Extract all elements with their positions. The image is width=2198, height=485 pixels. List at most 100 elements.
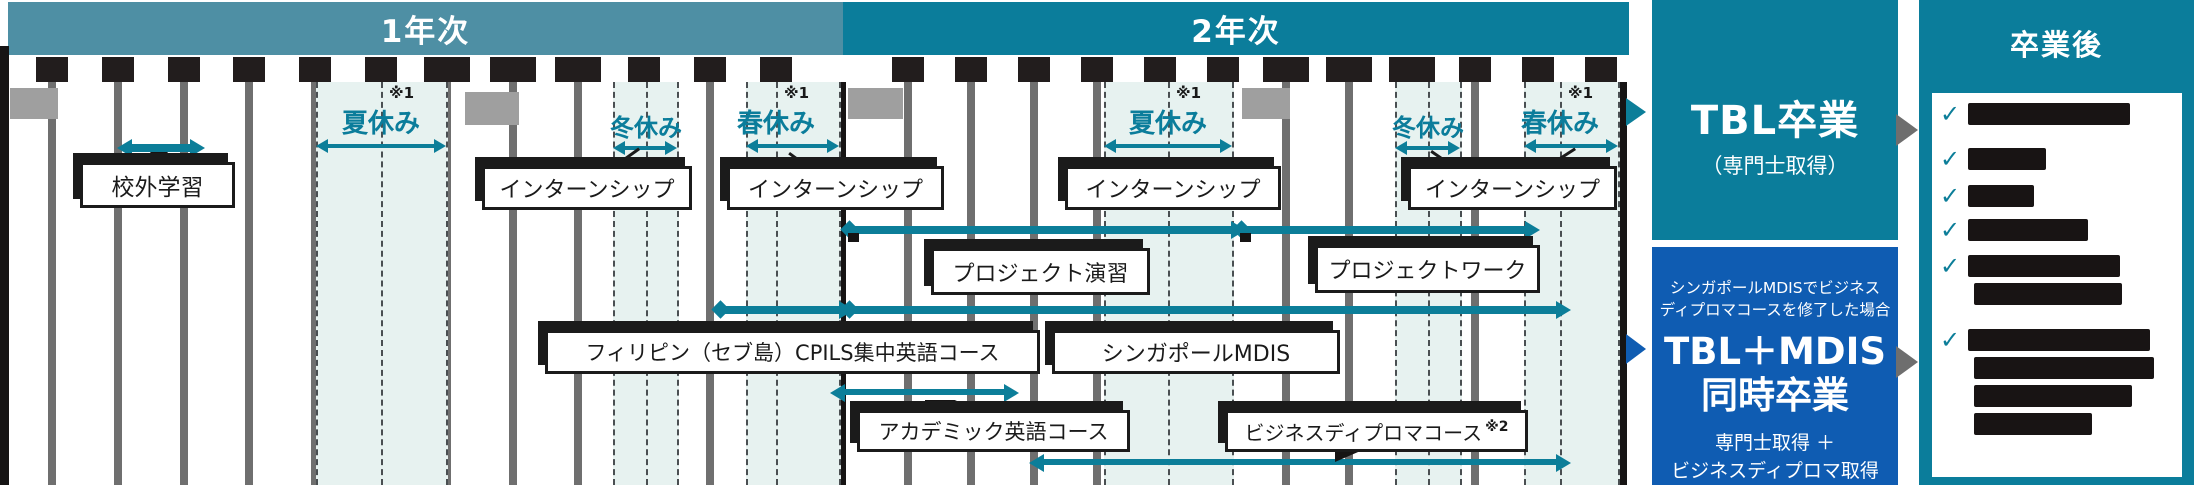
course-business-diploma: ビジネスディプロマコース※2 bbox=[1225, 410, 1528, 452]
redacted-text-blob bbox=[1968, 329, 2150, 351]
redacted-text-blob bbox=[1968, 148, 2046, 170]
month-gridline bbox=[179, 82, 188, 485]
month-label-redacted bbox=[365, 57, 397, 82]
check-icon: ✓ bbox=[1940, 216, 1961, 244]
semester-mark-redacted bbox=[848, 88, 903, 119]
after-graduation-panel: 卒業後 ✓✓✓✓✓✓ bbox=[1919, 0, 2194, 485]
arrow-tbl-to-after bbox=[1896, 114, 1918, 146]
redacted-text-blob bbox=[1974, 413, 2092, 435]
month-label-redacted bbox=[892, 57, 924, 82]
redacted-text-blob bbox=[1968, 103, 2130, 125]
check-icon: ✓ bbox=[1940, 100, 1961, 128]
month-label-redacted bbox=[1081, 57, 1113, 82]
duration-bar-cpils-period bbox=[719, 301, 854, 319]
month-label-redacted bbox=[628, 57, 661, 82]
vacation-center-gridline bbox=[1560, 82, 1562, 485]
duration-bar-project-exercise-period bbox=[848, 221, 1246, 239]
month-label-redacted bbox=[1263, 57, 1309, 82]
course-internship-4: インターンシップ bbox=[1408, 166, 1617, 210]
duration-bar-academic-english-period bbox=[830, 384, 1019, 402]
vacation-note: ※1 bbox=[1568, 84, 1594, 102]
month-label-redacted bbox=[489, 57, 536, 82]
course-cpils-english: フィリピン（セブ島）CPILS集中英語コース bbox=[545, 330, 1040, 374]
mdis-title-line2: 同時卒業 bbox=[1701, 374, 1849, 418]
bar-pointer bbox=[1240, 233, 1251, 242]
start-bar bbox=[0, 46, 9, 485]
month-gridline bbox=[1282, 82, 1290, 485]
tbl-mdis-box: シンガポールMDISでビジネス ディプロマコースを修了した場合 TBL＋MDIS… bbox=[1652, 247, 1898, 485]
month-label-redacted bbox=[1144, 57, 1176, 82]
vacation-note: ※1 bbox=[389, 84, 415, 102]
month-label-redacted bbox=[694, 57, 726, 82]
redacted-text-blob bbox=[1974, 357, 2154, 379]
vacation-period-arrow bbox=[316, 139, 446, 153]
semester-mark-redacted bbox=[1242, 88, 1290, 119]
month-label-redacted bbox=[1207, 57, 1239, 82]
semester-mark-redacted bbox=[10, 88, 58, 119]
month-gridline bbox=[706, 82, 714, 485]
vacation-center-gridline bbox=[646, 82, 648, 485]
check-icon: ✓ bbox=[1940, 182, 1961, 210]
vacation-period-arrow bbox=[1104, 139, 1232, 153]
arrow-mdis-to-after bbox=[1896, 346, 1918, 378]
month-gridline bbox=[508, 82, 517, 485]
mdis-title-line1: TBL＋MDIS bbox=[1664, 329, 1886, 373]
vacation-note: ※1 bbox=[784, 84, 810, 102]
mdis-condition-line1: シンガポールMDISでビジネス bbox=[1669, 279, 1881, 297]
month-label-redacted bbox=[299, 57, 332, 82]
year-header-1: 1年次 bbox=[8, 2, 843, 55]
month-label-redacted bbox=[167, 57, 200, 82]
course-academic-english: アカデミック英語コース bbox=[857, 410, 1130, 452]
course-internship-1: インターンシップ bbox=[482, 166, 692, 210]
semester-mark-redacted bbox=[465, 92, 519, 125]
arrow-to-tbl-mdis bbox=[1626, 334, 1646, 364]
vacation-note: ※1 bbox=[1176, 84, 1202, 102]
check-icon: ✓ bbox=[1940, 252, 1961, 280]
month-gridline bbox=[311, 82, 320, 485]
month-gridline bbox=[48, 82, 56, 485]
duration-bar-off-campus-period bbox=[117, 139, 205, 157]
vacation-center-gridline bbox=[1168, 82, 1170, 485]
end-line bbox=[1620, 82, 1627, 485]
month-label-redacted bbox=[1326, 57, 1372, 82]
arrow-to-tbl-graduation bbox=[1626, 98, 1646, 126]
redacted-text-blob bbox=[1968, 185, 2034, 207]
vacation-label: 春休み bbox=[736, 109, 815, 139]
course-project-exercise: プロジェクト演習 bbox=[931, 248, 1150, 295]
year-header-2: 2年次 bbox=[843, 2, 1629, 55]
duration-bar-project-work-period bbox=[1240, 221, 1540, 239]
duration-bar-mdis-period bbox=[848, 301, 1571, 319]
vacation-period-arrow bbox=[1395, 141, 1460, 155]
month-gridline bbox=[904, 82, 912, 485]
vacation-region-3 bbox=[746, 82, 841, 485]
box-pointer bbox=[1335, 449, 1365, 462]
month-label-redacted bbox=[759, 57, 792, 82]
month-label-redacted bbox=[1459, 57, 1491, 82]
month-label-redacted bbox=[233, 57, 266, 82]
duration-bar-business-diploma-period bbox=[1029, 454, 1571, 472]
vacation-period-arrow bbox=[613, 141, 677, 155]
month-label-redacted bbox=[1522, 57, 1554, 82]
month-label-redacted bbox=[101, 57, 134, 82]
box-pointer bbox=[150, 152, 168, 164]
vacation-period-arrow bbox=[746, 139, 839, 153]
vacation-center-gridline bbox=[776, 82, 778, 485]
vacation-center-gridline bbox=[381, 82, 383, 485]
vacation-label: 夏休み bbox=[1128, 109, 1207, 139]
check-icon: ✓ bbox=[1940, 145, 1961, 173]
month-label-redacted bbox=[1585, 57, 1617, 82]
month-label-redacted bbox=[1389, 57, 1435, 82]
month-label-redacted bbox=[36, 57, 68, 82]
redacted-text-blob bbox=[1974, 283, 2122, 305]
course-internship-2: インターンシップ bbox=[727, 166, 944, 210]
vacation-label: 冬休み bbox=[610, 114, 682, 142]
redacted-text-blob bbox=[1968, 255, 2120, 277]
course-note: ※2 bbox=[1485, 419, 1509, 435]
vacation-period-arrow bbox=[1524, 139, 1618, 153]
month-label-redacted bbox=[423, 57, 470, 82]
mdis-sub-line1: 専門士取得 ＋ bbox=[1714, 431, 1836, 454]
month-label-redacted bbox=[555, 57, 602, 82]
bar-pointer bbox=[848, 233, 859, 242]
tbl-graduation-subtitle: （専門士取得） bbox=[1701, 154, 1849, 178]
vacation-label: 冬休み bbox=[1392, 114, 1464, 142]
